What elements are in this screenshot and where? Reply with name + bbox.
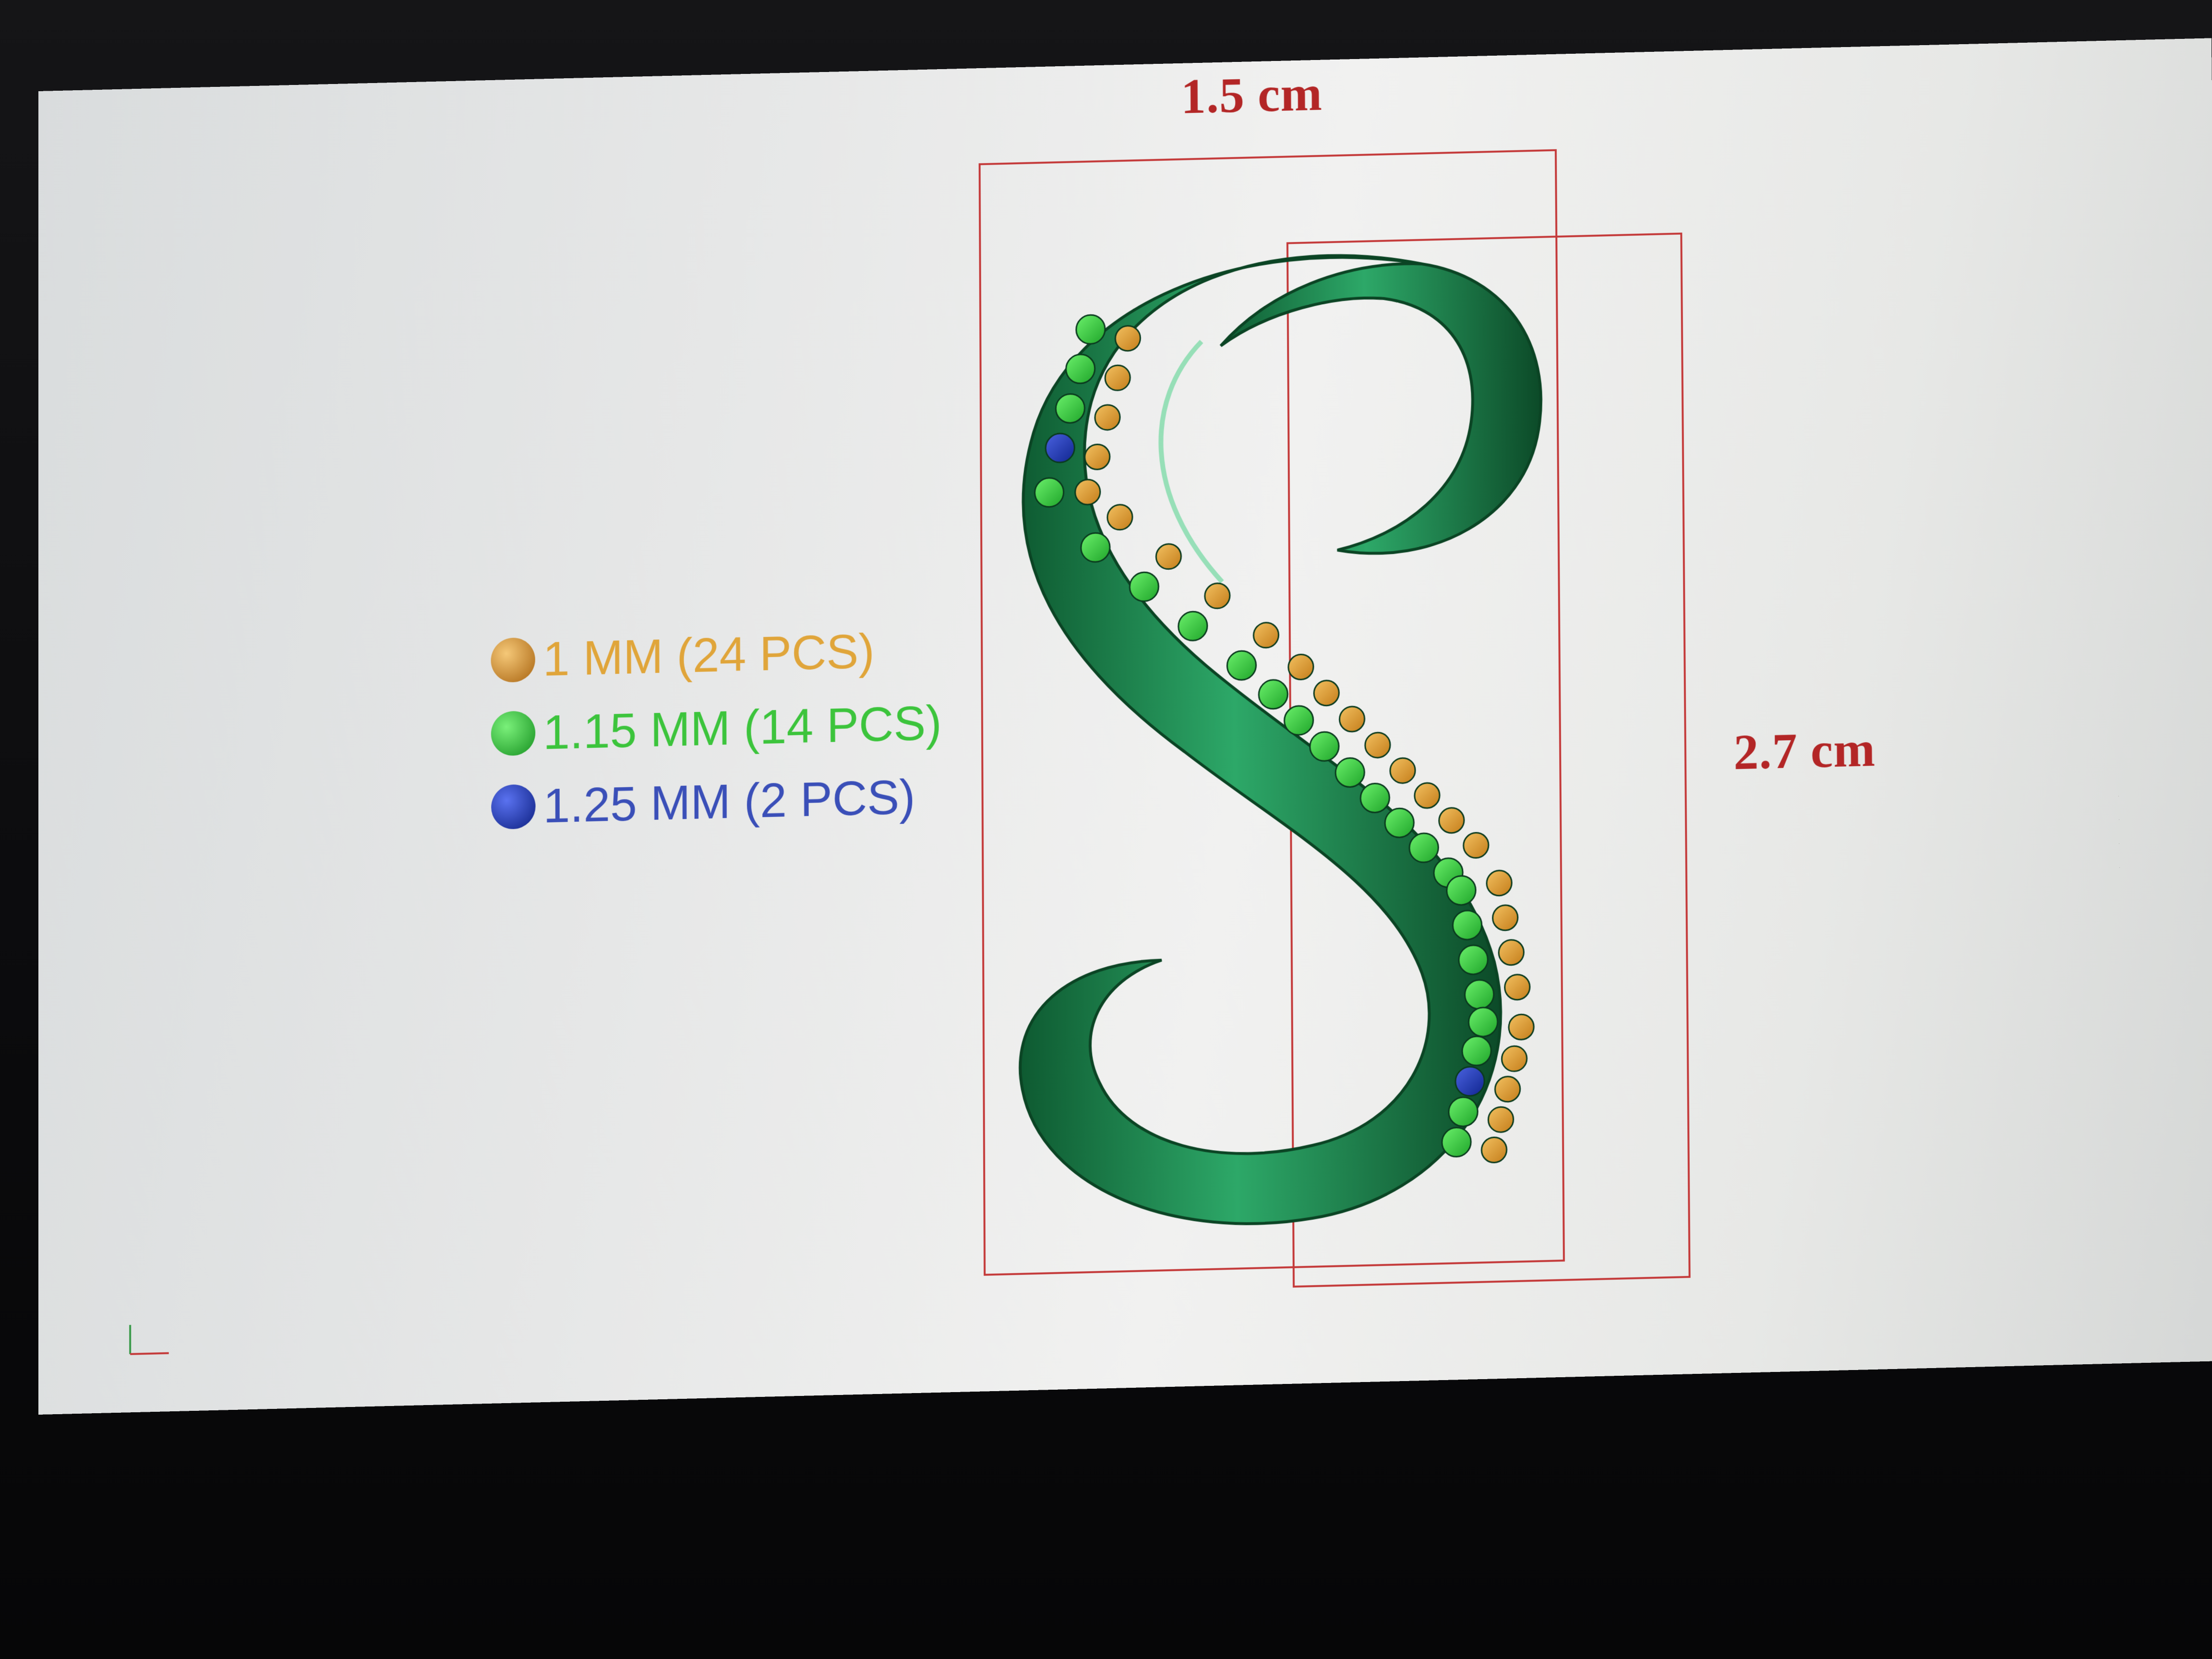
gold-stone [1495, 1076, 1520, 1102]
gold-stone-icon [491, 637, 535, 683]
gold-stone [1253, 622, 1278, 648]
gold-stone [1107, 505, 1132, 530]
legend-label-1mm: 1 MM (24 PCS) [542, 624, 875, 686]
green-stone [1034, 478, 1063, 507]
green-stone [1130, 572, 1158, 601]
blue-stone-icon [491, 784, 536, 830]
axis-triad-icon [120, 1314, 179, 1364]
s-charm-body [1016, 252, 1502, 1229]
legend-label-125mm: 1.25 MM (2 PCS) [543, 769, 915, 833]
gold-stone [1492, 905, 1518, 931]
green-stone [1409, 833, 1439, 863]
green-stone [1310, 732, 1339, 761]
green-stone [1066, 354, 1095, 384]
gold-stone [1105, 365, 1130, 390]
green-stone [1227, 650, 1256, 680]
gold-stone [1439, 807, 1465, 833]
gold-stone [1488, 1106, 1514, 1132]
blue-stone [1046, 433, 1074, 463]
cad-viewport[interactable]: 1.5 cm 2.7 cm 1 MM (24 PCS) 1.15 MM (14 … [38, 38, 2212, 1415]
green-stone [1442, 1127, 1471, 1157]
green-stone [1360, 783, 1390, 813]
gold-stone [1390, 757, 1416, 783]
s-charm-model[interactable] [1016, 251, 1547, 1229]
gold-stone [1115, 325, 1140, 351]
gold-stone [1415, 782, 1440, 808]
green-stone [1465, 980, 1494, 1010]
gold-stone [1509, 1014, 1534, 1040]
gold-stone [1505, 974, 1530, 1000]
s-charm-top-curl [1220, 261, 1542, 557]
green-stone [1284, 706, 1313, 735]
gold-stone [1314, 680, 1339, 706]
dimension-height-label: 2.7 cm [1733, 721, 1876, 781]
green-stone [1447, 876, 1476, 905]
green-stone [1459, 945, 1488, 974]
gold-stone [1339, 706, 1364, 732]
green-stone [1453, 910, 1482, 940]
blue-stone [1455, 1067, 1485, 1096]
green-stone [1259, 680, 1288, 709]
gold-stone [1487, 870, 1512, 896]
green-stone-icon [491, 710, 536, 757]
dimension-width-label: 1.5 cm [1180, 65, 1323, 124]
gold-stone [1156, 544, 1181, 569]
green-stone [1056, 394, 1084, 423]
gold-stone [1075, 479, 1100, 505]
green-stone [1468, 1007, 1498, 1037]
legend-item-125mm: 1.25 MM (2 PCS) [491, 769, 942, 834]
gold-stone [1481, 1137, 1507, 1163]
green-stone [1385, 808, 1414, 838]
gold-stone [1502, 1046, 1527, 1072]
gold-stone [1365, 732, 1390, 758]
gemstone-settings [1034, 304, 1535, 1174]
green-stone [1449, 1097, 1478, 1127]
green-stone [1178, 611, 1207, 641]
green-stone [1076, 314, 1105, 344]
gold-stone [1499, 939, 1524, 965]
legend-label-115mm: 1.15 MM (14 PCS) [543, 696, 942, 760]
legend-item-1mm: 1 MM (24 PCS) [491, 623, 941, 688]
gold-stone [1464, 832, 1489, 858]
green-stone [1335, 757, 1365, 787]
gold-stone [1095, 405, 1120, 430]
stone-legend: 1 MM (24 PCS) 1.15 MM (14 PCS) 1.25 MM (… [491, 623, 942, 834]
gold-stone [1205, 583, 1230, 609]
legend-item-115mm: 1.15 MM (14 PCS) [491, 696, 942, 761]
green-stone [1081, 533, 1110, 563]
model-canvas[interactable] [38, 38, 2212, 1415]
gold-stone [1085, 444, 1110, 469]
green-stone [1434, 858, 1463, 888]
gold-stone [1288, 654, 1313, 680]
green-stone [1462, 1036, 1491, 1066]
